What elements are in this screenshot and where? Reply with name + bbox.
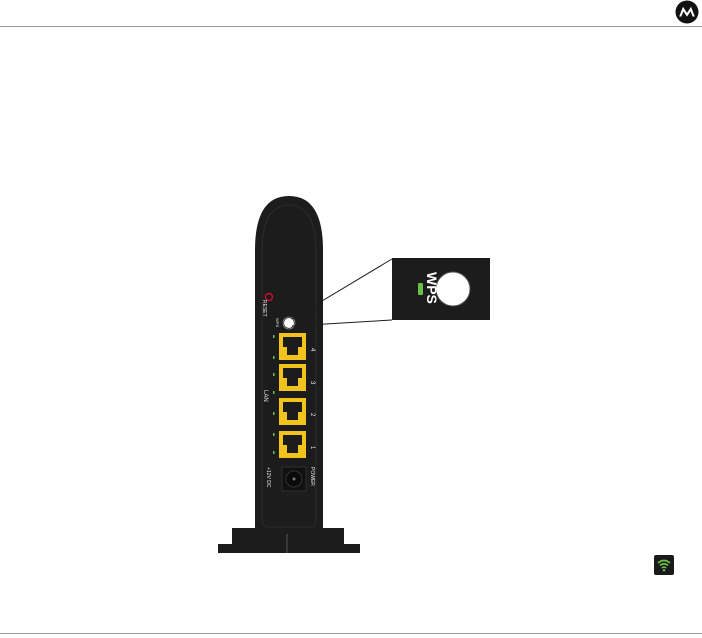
power-label: POWER: [309, 467, 315, 486]
lan-port-4[interactable]: [279, 333, 306, 360]
wps-small-label: WPS: [275, 318, 280, 327]
wps-callout-button: [436, 272, 470, 306]
wps-button[interactable]: [284, 318, 294, 328]
reset-label: RESET: [261, 300, 267, 317]
wps-callout: WPS: [392, 258, 490, 320]
wifi-icon: [654, 555, 674, 575]
lan-port-1[interactable]: [279, 431, 306, 458]
wps-callout-label: WPS: [424, 272, 440, 304]
dc-label: +12V DC: [265, 467, 271, 488]
lan-label: LAN: [262, 390, 268, 402]
lan-port-3[interactable]: [279, 364, 306, 391]
lan-port-2[interactable]: [279, 398, 306, 425]
power-port[interactable]: [282, 467, 306, 491]
footer-rule: [0, 633, 702, 634]
